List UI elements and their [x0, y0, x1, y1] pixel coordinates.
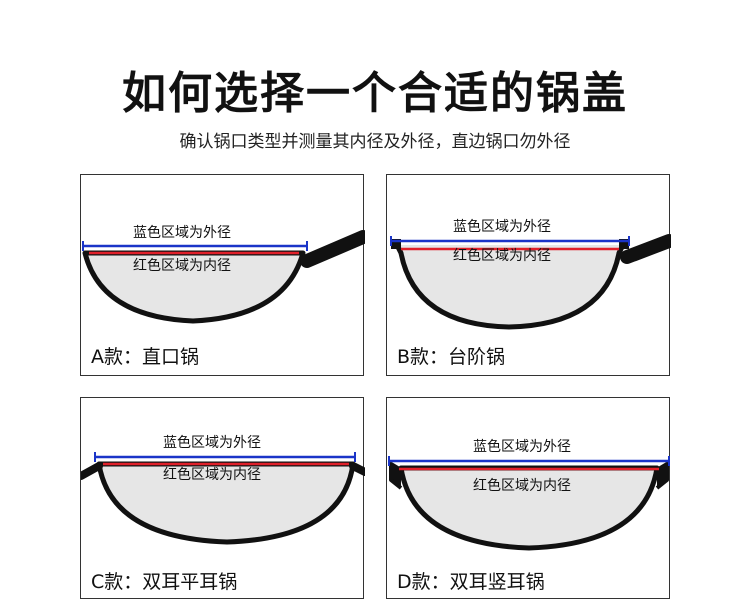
panel-a-inner-label: 红色区域为内径	[133, 258, 231, 274]
panel-b: 蓝色区域为外径 红色区域为内径 B款：台阶锅	[386, 174, 671, 376]
pot-b-body	[394, 243, 626, 330]
panel-d-inner-label: 红色区域为内径	[473, 478, 571, 494]
pot-a-body	[82, 250, 306, 324]
pot-b-illustration	[390, 234, 671, 330]
pot-c-body	[96, 461, 356, 545]
page-title: 如何选择一个合适的锅盖	[122, 68, 628, 119]
panel-b-inner-label: 红色区域为内径	[453, 248, 551, 264]
pot-c-illustration	[81, 452, 365, 545]
pot-c-ear-right	[349, 462, 365, 476]
panel-c-outer-label: 蓝色区域为外径	[163, 435, 261, 451]
panel-d-outer-label: 蓝色区域为外径	[473, 439, 571, 455]
panel-a-caption: A款：直口锅	[91, 346, 199, 368]
pot-a-illustration	[82, 230, 365, 324]
pot-d-body	[398, 465, 660, 551]
pot-b-step-left	[391, 239, 401, 249]
panel-a-outer-label: 蓝色区域为外径	[133, 225, 231, 241]
panel-d-caption: D款：双耳竖耳锅	[397, 571, 545, 593]
panel-b-caption: B款：台阶锅	[397, 346, 506, 368]
panel-c-caption: C款：双耳平耳锅	[91, 571, 238, 593]
pot-a-handle	[300, 230, 365, 268]
pot-d-illustration	[388, 456, 670, 551]
pot-b-step-right	[619, 239, 629, 249]
panel-b-outer-label: 蓝色区域为外径	[453, 219, 551, 235]
pot-d-ear-left	[389, 462, 403, 490]
panel-a: 蓝色区域为外径 红色区域为内径 A款：直口锅	[80, 174, 365, 376]
pot-d-ear-right	[655, 462, 669, 490]
panel-c: 蓝色区域为外径 红色区域为内径 C款：双耳平耳锅	[80, 397, 365, 599]
page-subtitle: 确认锅口类型并测量其内径及外径，直边锅口勿外径	[179, 132, 571, 152]
pot-b-handle	[620, 234, 671, 264]
pot-c-ear-left	[81, 462, 103, 480]
panel-c-inner-label: 红色区域为内径	[163, 467, 261, 483]
panel-d: 蓝色区域为外径 红色区域为内径 D款：双耳竖耳锅	[386, 397, 670, 599]
